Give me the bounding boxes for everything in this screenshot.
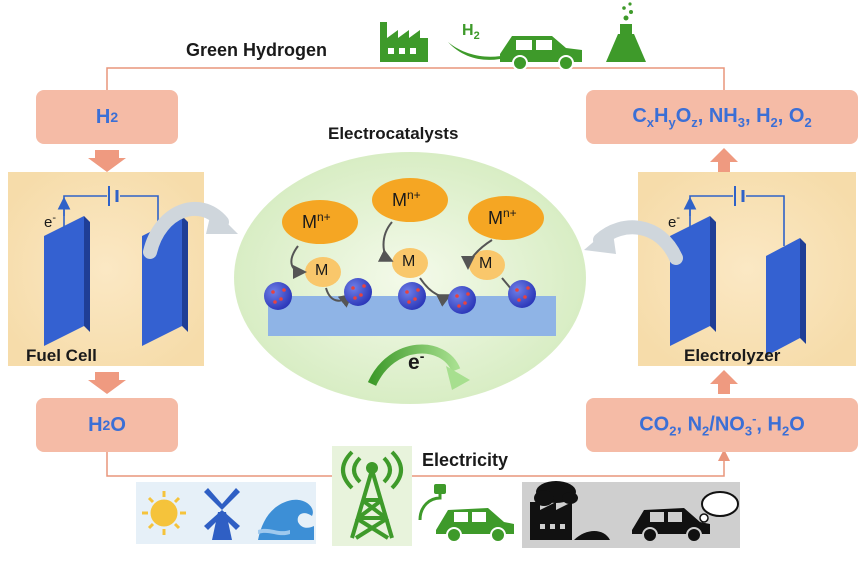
in-co: CO bbox=[639, 413, 670, 436]
cat-electron-base: e bbox=[408, 351, 420, 374]
in-n-sub: 2 bbox=[702, 423, 710, 439]
electrolyzer-label: Electrolyzer bbox=[684, 346, 781, 365]
in-sep1: , N bbox=[676, 413, 703, 436]
reduce-arrow-2 bbox=[377, 221, 394, 262]
fuel-cell-wire bbox=[63, 195, 159, 228]
prod-rest1: , NH bbox=[697, 104, 738, 127]
arrow-fuel-cell-to-h2o bbox=[88, 372, 126, 394]
nanoparticles bbox=[264, 278, 536, 314]
bottom-flow-line bbox=[106, 449, 730, 477]
el-electron-base: e bbox=[668, 214, 677, 231]
fuel-cell-anode bbox=[44, 216, 84, 346]
fuel-input-sub: 2 bbox=[110, 109, 119, 125]
electric-car-icon bbox=[418, 484, 514, 543]
car-h2-sub: 2 bbox=[473, 30, 480, 43]
prod-h: H bbox=[654, 104, 669, 127]
top-flow-line bbox=[106, 67, 725, 90]
ion2-base: M bbox=[392, 190, 407, 210]
metal-ion-label-3: Mn+ bbox=[488, 206, 517, 229]
metal-atom-1 bbox=[305, 257, 341, 287]
metal-atom-3 bbox=[469, 250, 505, 280]
electrocatalysts-label: Electrocatalysts bbox=[328, 124, 459, 143]
metal-ion-label-1: Mn+ bbox=[302, 210, 331, 233]
ion1-base: M bbox=[302, 212, 317, 232]
cat-electron-sup: - bbox=[419, 348, 425, 364]
prod-c: C bbox=[632, 104, 647, 127]
electricity-label: Electricity bbox=[422, 450, 509, 470]
in-no: /NO bbox=[709, 413, 745, 436]
factory-icon bbox=[380, 22, 428, 62]
fuel-output-sub: 2 bbox=[102, 417, 111, 433]
prod-rest2: , H bbox=[744, 104, 771, 127]
electron-flow-arrow bbox=[367, 344, 461, 387]
in-tail: , H bbox=[756, 413, 782, 436]
metal-atom-label-3: M bbox=[479, 255, 493, 272]
sun-icon bbox=[142, 491, 186, 535]
prod-z: z bbox=[691, 114, 698, 130]
flask-icon bbox=[606, 2, 646, 62]
fc-electron-base: e bbox=[44, 214, 53, 231]
in-no-sub: 3 bbox=[744, 423, 753, 439]
in-no-sup: - bbox=[752, 411, 757, 427]
ion3-base: M bbox=[488, 208, 503, 228]
electrolyzer-cathode bbox=[766, 238, 800, 356]
prod-y: y bbox=[668, 114, 676, 130]
windmill-icon bbox=[204, 488, 240, 540]
electrolyzer-input-box: CO2, N2/NO3-, H2O bbox=[586, 398, 858, 452]
prod-rest3: , O bbox=[777, 104, 805, 127]
deposit-arrow-2 bbox=[419, 277, 452, 307]
in-o: O bbox=[789, 413, 805, 436]
hydrogen-car-icon bbox=[448, 36, 582, 71]
exhaust-car-icon bbox=[632, 491, 739, 543]
polluting-factory-icon bbox=[530, 481, 610, 540]
electrolyzer-output-box: CxHyOz, NH3, H2, O2 bbox=[586, 90, 858, 144]
prod-n3: 3 bbox=[737, 114, 745, 130]
arrow-inputs-to-electrolyzer bbox=[710, 370, 738, 394]
metal-atom-label-2: M bbox=[402, 253, 416, 270]
electrolyzer-anode bbox=[670, 216, 710, 346]
green-hydrogen-label: Green Hydrogen bbox=[186, 40, 328, 60]
metal-atom-label-1: M bbox=[315, 262, 329, 279]
metal-ion-1 bbox=[282, 200, 358, 244]
prod-n2b: 2 bbox=[804, 114, 812, 130]
arrow-electrolyzer-to-products bbox=[710, 148, 738, 172]
reduce-arrow-1 bbox=[290, 245, 307, 279]
prod-o: O bbox=[675, 104, 692, 127]
prod-x: x bbox=[646, 114, 654, 130]
prod-n2: 2 bbox=[770, 114, 778, 130]
in-h-sub: 2 bbox=[781, 423, 790, 439]
fuel-cell-label: Fuel Cell bbox=[26, 346, 97, 365]
catalyst-electron-label: e- bbox=[408, 348, 424, 375]
metal-ion-2 bbox=[372, 178, 448, 222]
el-electron-sup: - bbox=[676, 212, 681, 224]
reduce-arrow-3 bbox=[461, 239, 493, 270]
fuel-output-tail: O bbox=[110, 413, 126, 436]
ion1-sup: n+ bbox=[317, 210, 331, 224]
metal-atom-2 bbox=[392, 248, 428, 278]
electrolyzer-electron-label: e- bbox=[668, 212, 680, 231]
car-h2-label: H2 bbox=[462, 22, 480, 42]
metal-ion-3 bbox=[468, 196, 544, 240]
arrow-h2-to-fuel-cell bbox=[88, 150, 126, 172]
in-co-sub: 2 bbox=[669, 423, 677, 439]
wave-icon bbox=[258, 499, 314, 540]
fuel-cell-electron-label: e- bbox=[44, 212, 56, 231]
car-h2-base: H bbox=[462, 22, 474, 39]
fuel-output-base: H bbox=[88, 413, 103, 436]
fuel-input-base: H bbox=[95, 105, 111, 128]
metal-ion-label-2: Mn+ bbox=[392, 188, 421, 211]
electrolyzer-wire bbox=[689, 195, 785, 246]
ion2-sup: n+ bbox=[407, 188, 421, 202]
transmission-tower-icon bbox=[341, 450, 403, 540]
fc-electron-sup: - bbox=[52, 212, 57, 224]
ion3-sup: n+ bbox=[503, 206, 517, 220]
